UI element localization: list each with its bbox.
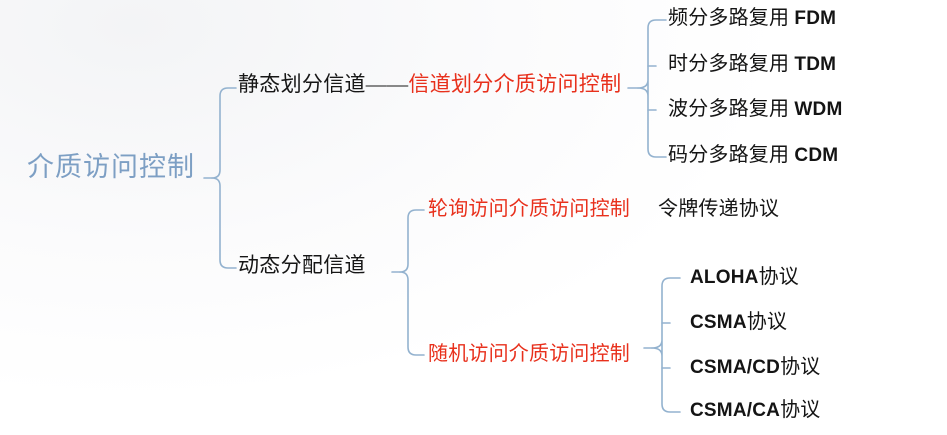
leaf-wdm-cjk: 波分多路复用 [668, 98, 795, 120]
leaf-token-passing-protocol[interactable]: 令牌传递协议 [658, 199, 779, 219]
branch-static-division-highlight: 信道划分介质访问控制 [408, 72, 622, 96]
leaf-aloha-protocol[interactable]: ALOHA协议 [690, 267, 799, 287]
leaf-csma-cd-protocol-latin: CSMA/CD [690, 357, 781, 378]
leaf-cdm[interactable]: 码分多路复用 CDM [668, 145, 838, 165]
root-node[interactable]: 介质访问控制 [27, 154, 195, 181]
branch-polling-access-highlight: 轮询访问介质访问控制 [428, 198, 630, 220]
leaf-csma-protocol-suffix: 协议 [746, 311, 788, 333]
branch-random-access-highlight: 随机访问介质访问控制 [428, 343, 630, 365]
leaf-tdm-latin: TDM [794, 54, 837, 75]
branch-dynamic-allocation-label: 动态分配信道 [238, 253, 366, 277]
leaf-fdm-latin: FDM [794, 8, 837, 29]
leaf-csma-ca-protocol[interactable]: CSMA/CA协议 [690, 400, 820, 420]
leaf-csma-protocol-latin: CSMA [690, 312, 747, 333]
connector-static-branch-2 [647, 65, 657, 111]
leaf-csma-ca-protocol-suffix: 协议 [780, 399, 821, 421]
leaf-csma-ca-protocol-latin: CSMA/CA [690, 400, 781, 421]
leaf-fdm[interactable]: 频分多路复用 FDM [668, 8, 836, 28]
branch-static-division-label: 静态划分信道—— [238, 72, 409, 96]
connector-bracket-main [211, 87, 237, 269]
leaf-aloha-protocol-latin: ALOHA [690, 267, 759, 288]
leaf-aloha-protocol-suffix: 协议 [758, 266, 799, 288]
leaf-cdm-latin: CDM [794, 145, 839, 166]
leaf-wdm-latin: WDM [794, 99, 843, 120]
branch-polling-access[interactable]: 轮询访问介质访问控制 [428, 199, 630, 219]
branch-static-division[interactable]: 静态划分信道——信道划分介质访问控制 [238, 74, 621, 95]
leaf-cdm-cjk: 码分多路复用 [668, 144, 795, 166]
leaf-csma-cd-protocol-suffix: 协议 [780, 356, 821, 378]
connector-random-branch-2 [661, 322, 671, 369]
leaf-fdm-cjk: 频分多路复用 [668, 7, 795, 29]
branch-dynamic-allocation[interactable]: 动态分配信道 [238, 255, 366, 276]
leaf-tdm[interactable]: 时分多路复用 TDM [668, 54, 836, 74]
connector-bracket-random-fan [651, 277, 681, 413]
connector-bracket-dynamic-fan [399, 209, 425, 356]
branch-random-access[interactable]: 随机访问介质访问控制 [428, 344, 630, 364]
connector-bracket-static-fan [637, 19, 667, 158]
leaf-csma-protocol[interactable]: CSMA协议 [690, 312, 787, 332]
leaf-csma-cd-protocol[interactable]: CSMA/CD协议 [690, 357, 820, 377]
leaf-token-passing-protocol-label: 令牌传递协议 [658, 198, 780, 220]
root-node-label: 介质访问控制 [27, 152, 195, 182]
leaf-tdm-cjk: 时分多路复用 [668, 53, 795, 75]
leaf-wdm[interactable]: 波分多路复用 WDM [668, 99, 843, 119]
